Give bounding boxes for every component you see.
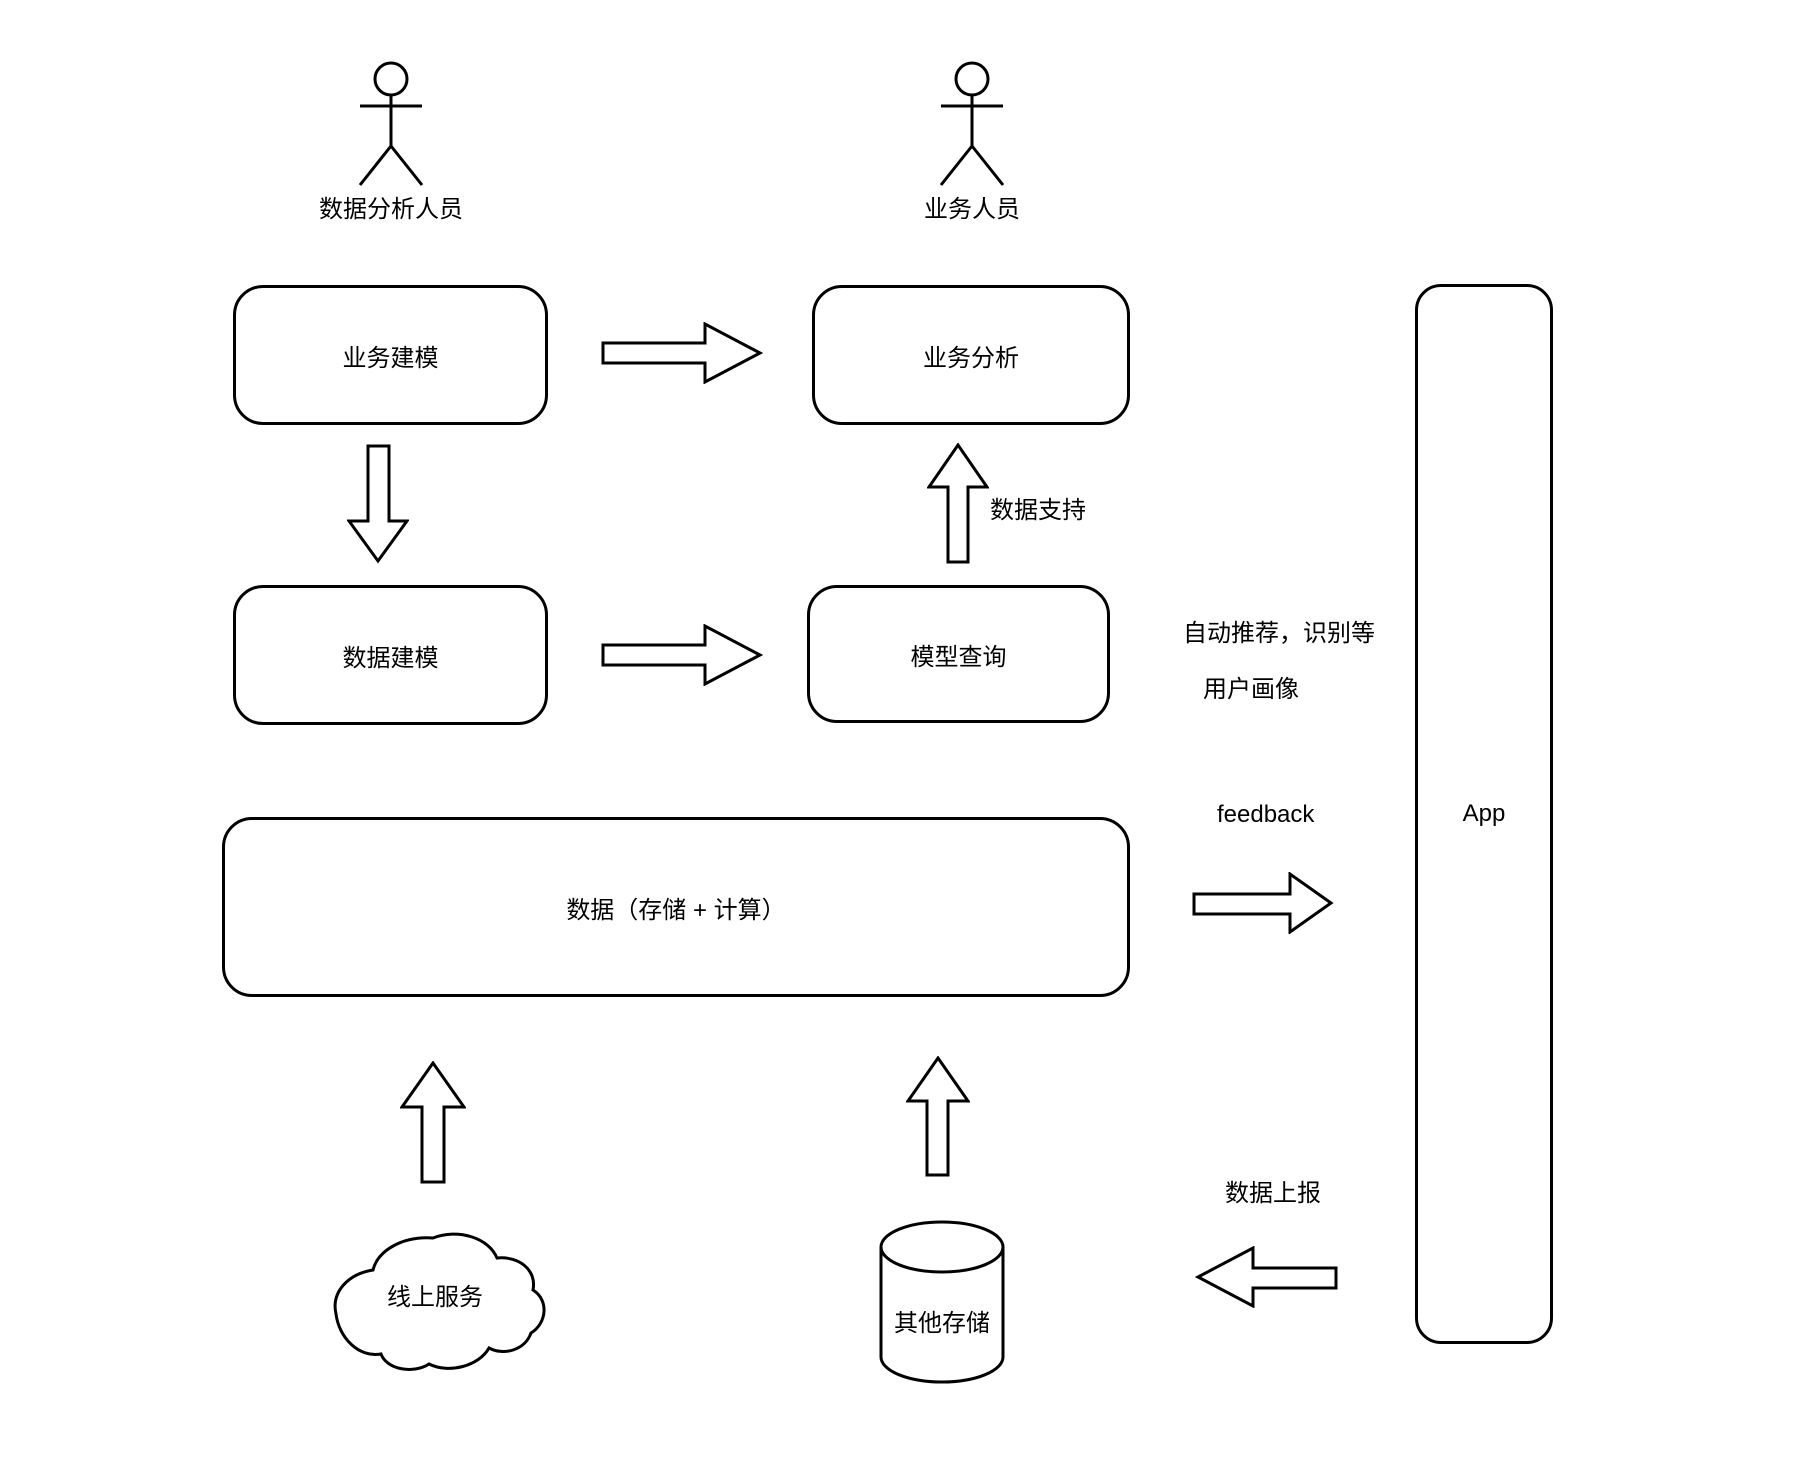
node-label: 数据（存储 + 计算） [566, 896, 786, 924]
node-app: App [1415, 284, 1553, 1344]
node-data-modeling: 数据建模 [233, 585, 548, 725]
data-report-arrow-icon [1195, 1246, 1338, 1308]
other-storage-label: 其他存储 [894, 1310, 990, 1337]
analyst-person-icon [358, 61, 424, 186]
feedback-label: feedback [1217, 801, 1315, 828]
auto-recommend-label: 自动推荐，识别等 [1183, 620, 1375, 647]
cloud-icon [333, 1232, 546, 1371]
node-model-query: 模型查询 [807, 585, 1110, 723]
node-label: 业务分析 [923, 344, 1019, 372]
business-person-icon [939, 61, 1005, 186]
node-business-modeling: 业务建模 [233, 285, 548, 425]
arrow-up-icon [400, 1061, 466, 1184]
node-label: 模型查询 [910, 643, 1007, 671]
user-profile-label: 用户画像 [1203, 676, 1299, 703]
arrow-up-icon [906, 1056, 970, 1177]
online-service-label: 线上服务 [387, 1284, 483, 1311]
node-data-platform: 数据（存储 + 计算） [222, 817, 1130, 997]
node-label: 业务建模 [342, 344, 439, 372]
data-support-label: 数据支持 [990, 497, 1086, 524]
database-cylinder-icon [879, 1220, 1005, 1384]
data-report-label: 数据上报 [1225, 1180, 1321, 1207]
feedback-arrow-icon [1192, 872, 1334, 934]
arrow-right-icon [601, 322, 763, 384]
arrow-down-icon [347, 444, 409, 564]
arrow-right-icon [601, 624, 763, 686]
actor-analyst-label: 数据分析人员 [319, 196, 463, 223]
arrow-up-icon [927, 443, 989, 564]
actor-business-label: 业务人员 [924, 196, 1020, 223]
node-business-analysis: 业务分析 [812, 285, 1130, 425]
node-label: App [1462, 800, 1506, 827]
node-label: 数据建模 [342, 644, 439, 672]
